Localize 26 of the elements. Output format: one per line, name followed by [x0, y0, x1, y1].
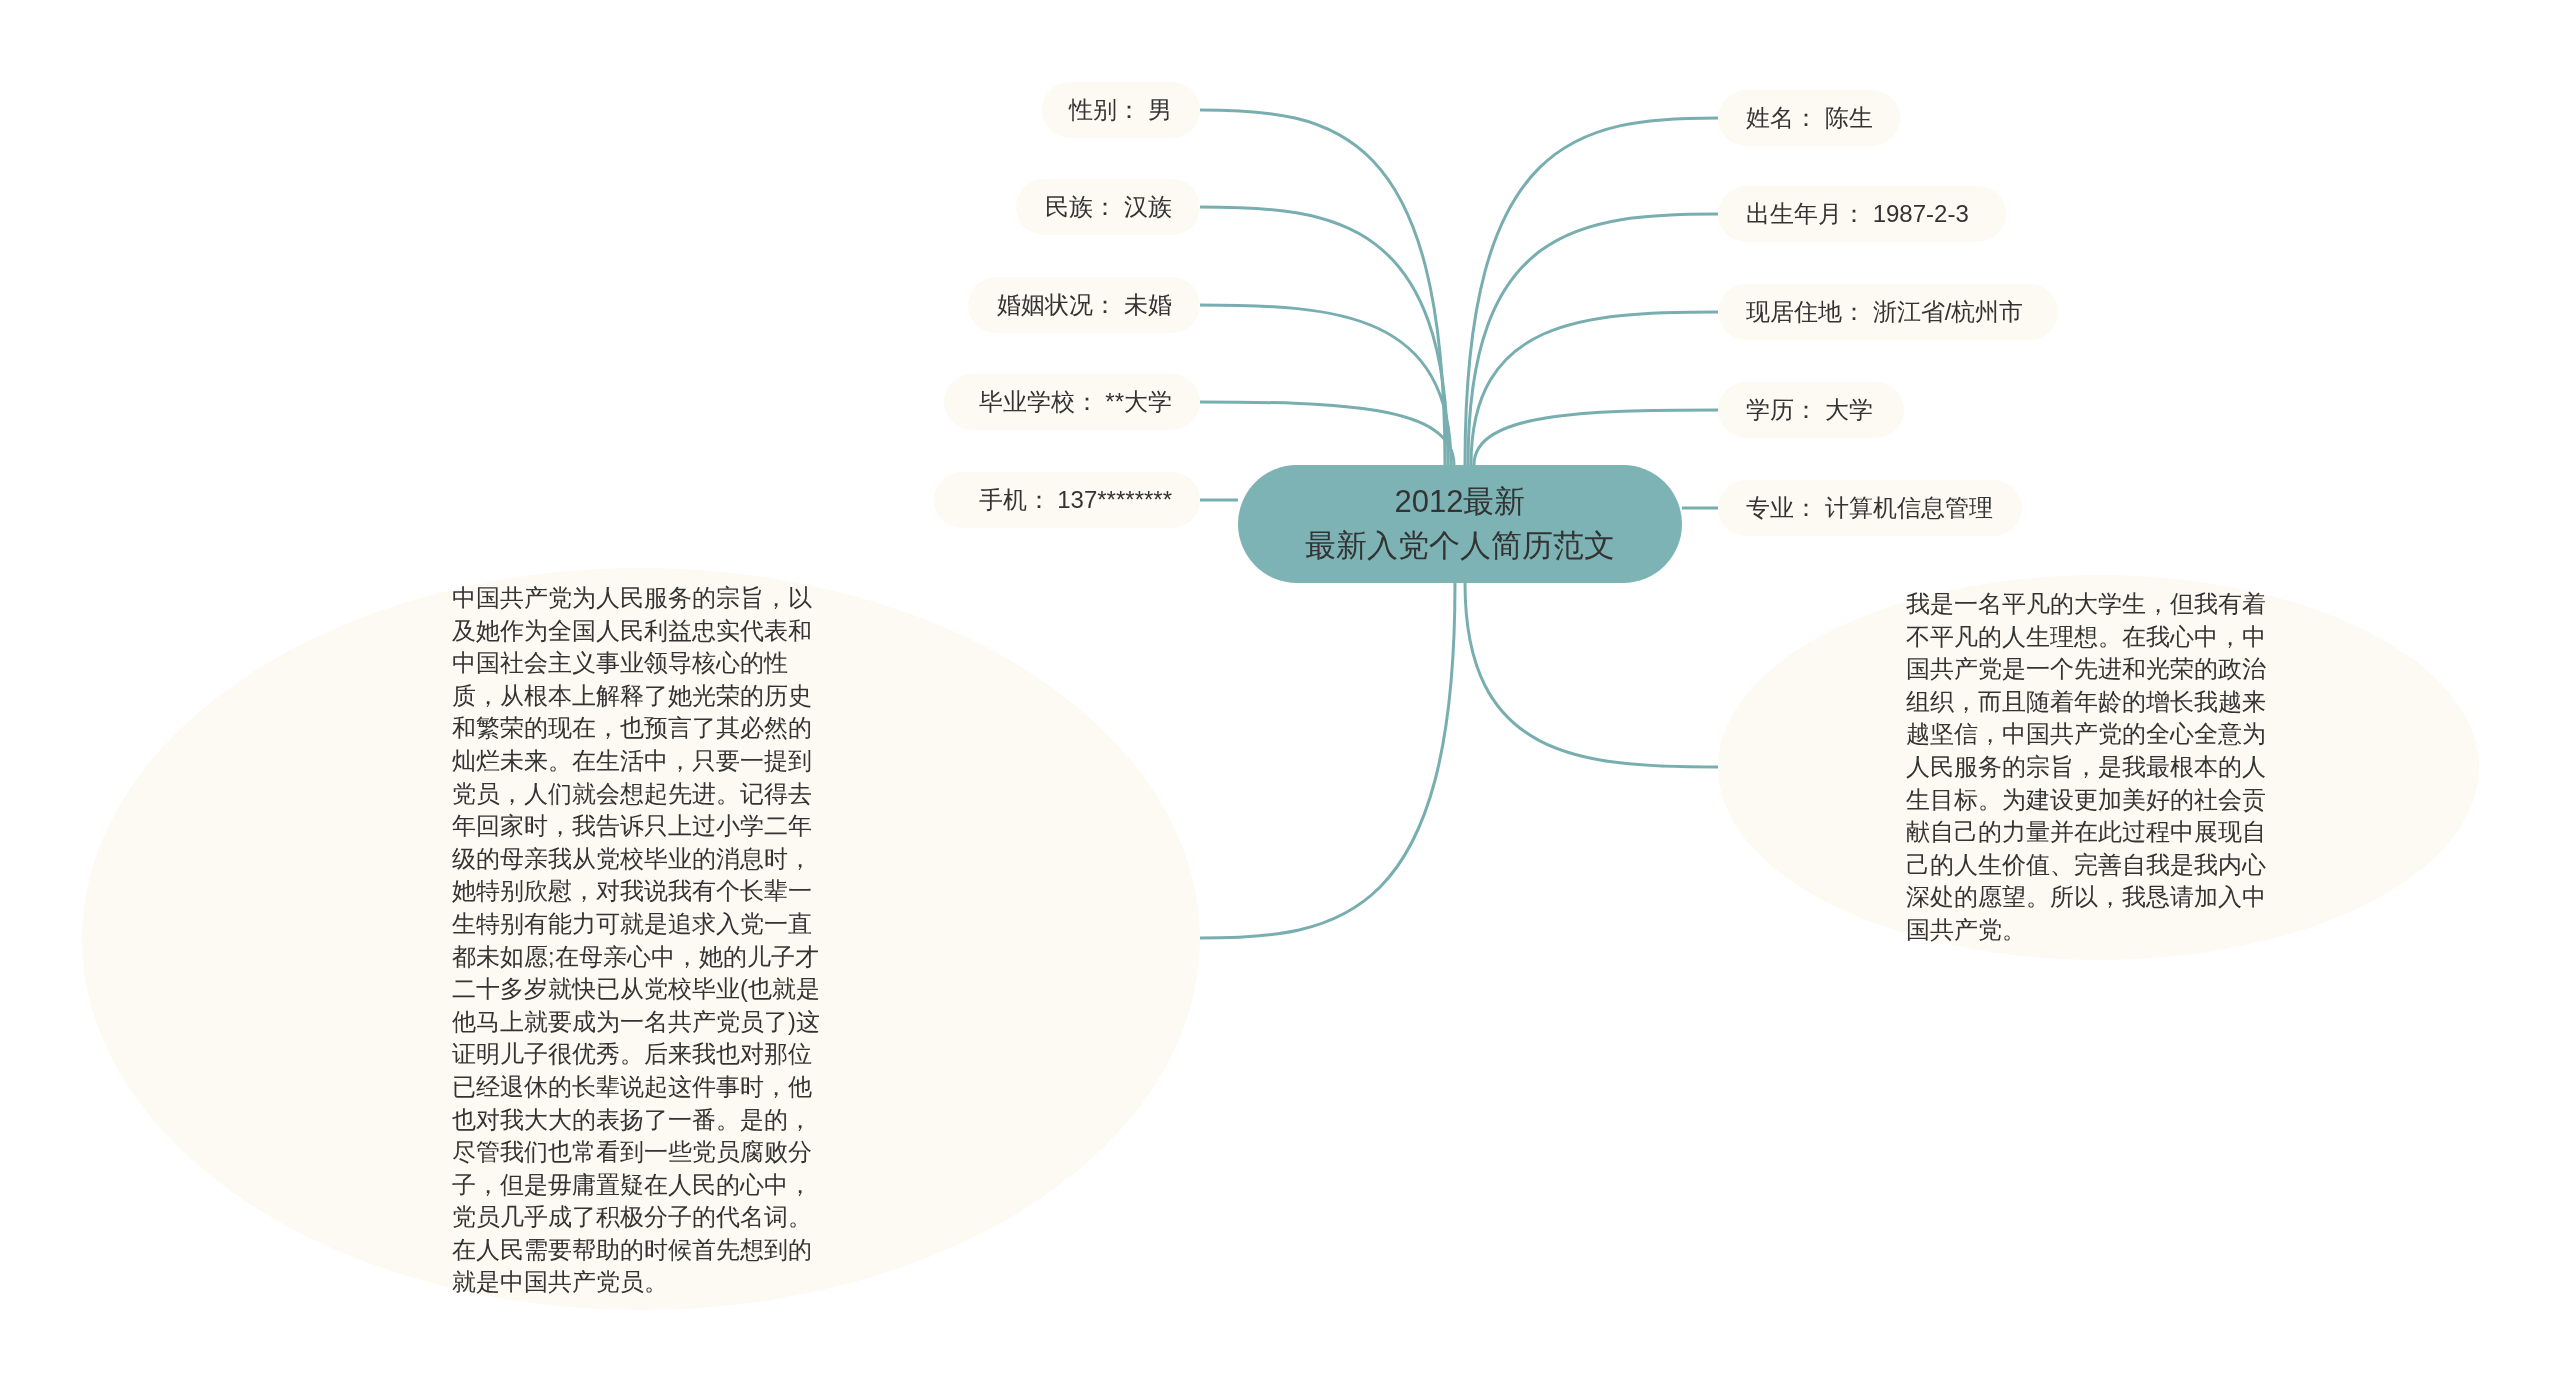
topic-title: 最新入党个人简历范文: [1305, 527, 1615, 565]
connector-line: [1463, 116, 1719, 466]
topic-title: 2012最新: [1394, 483, 1526, 521]
connector-line: [1469, 310, 1718, 466]
connector-line: [1463, 582, 1718, 769]
topic-pill: 婚姻状况： 未婚: [968, 277, 1200, 333]
paragraph-text: 中国共产党为人民服务的宗旨，以及她作为全国人民利益忠实代表和中国社会主义事业领导核心的性质，从根本上解释了她光荣的历史和繁荣的现在，也预言了其必然的灿烂未来。在生活中，只要一提到党员，人们就会想起先进。记得去年回家时，我告诉只上过小学二年级的母亲我从党校毕业的消息时，她特别欣慰，对我说我有个长辈一生特别有能力可就是追求入党一直都未如愿;在母亲心中，她的儿子才二十多岁就快已从党校毕业(也就是他马上就要成为一名共产党员了)这证明儿子很优秀。后来我也对那位已经退休的长辈说起这件事时，他也对我大大的表扬了一番。是的，尽管我们也常看到一些党员腐败分子，但是毋庸置疑在人民的心中，党员几乎成了积极分子的代名词。在人民需要帮助的时候首先想到的就是中国共产党员。: [452, 584, 821, 1298]
connector-line: [1199, 108, 1447, 466]
topic-pill: 手机： 137********: [934, 472, 1200, 528]
topic-pill: 民族： 汉族: [1016, 179, 1200, 235]
paragraph-text: 我是一名平凡的大学生，但我有着不平凡的人生理想。在我心中，中国共产党是一个先进和光荣的政治组织，而且随着年龄的增长我越来越坚信，中国共产党的全心全意为人民服务的宗旨，是我最根本的人生目标。为建设更加美好的社会贡献自己的力量并在此过程中展现自己的人生价值、完善自我是我内心深处的愿望。所以，我恳请加入中国共产党。: [1906, 590, 2267, 945]
connector-line: [1200, 400, 1456, 466]
topic-pill: 性别： 男: [1042, 82, 1200, 138]
topic-pill: 专业： 计算机信息管理: [1718, 480, 2022, 536]
topic-pill: 现居住地： 浙江省/杭州市: [1718, 284, 2058, 340]
topic-pill: 出生年月： 1987-2-3: [1718, 186, 2006, 242]
connector-line: [1200, 205, 1450, 466]
connector-line: [1472, 408, 1718, 466]
connector-line: [1466, 212, 1718, 466]
connector-line: [1199, 582, 1457, 940]
topic-pill: 姓名： 陈生: [1718, 90, 1900, 146]
topic-pill: 学历： 大学: [1718, 382, 1904, 438]
connector-line: [1200, 303, 1453, 466]
connector-line: [1682, 506, 1718, 510]
topic-pill: 毕业学校： **大学: [944, 374, 1200, 430]
connector-line: [1200, 498, 1238, 502]
